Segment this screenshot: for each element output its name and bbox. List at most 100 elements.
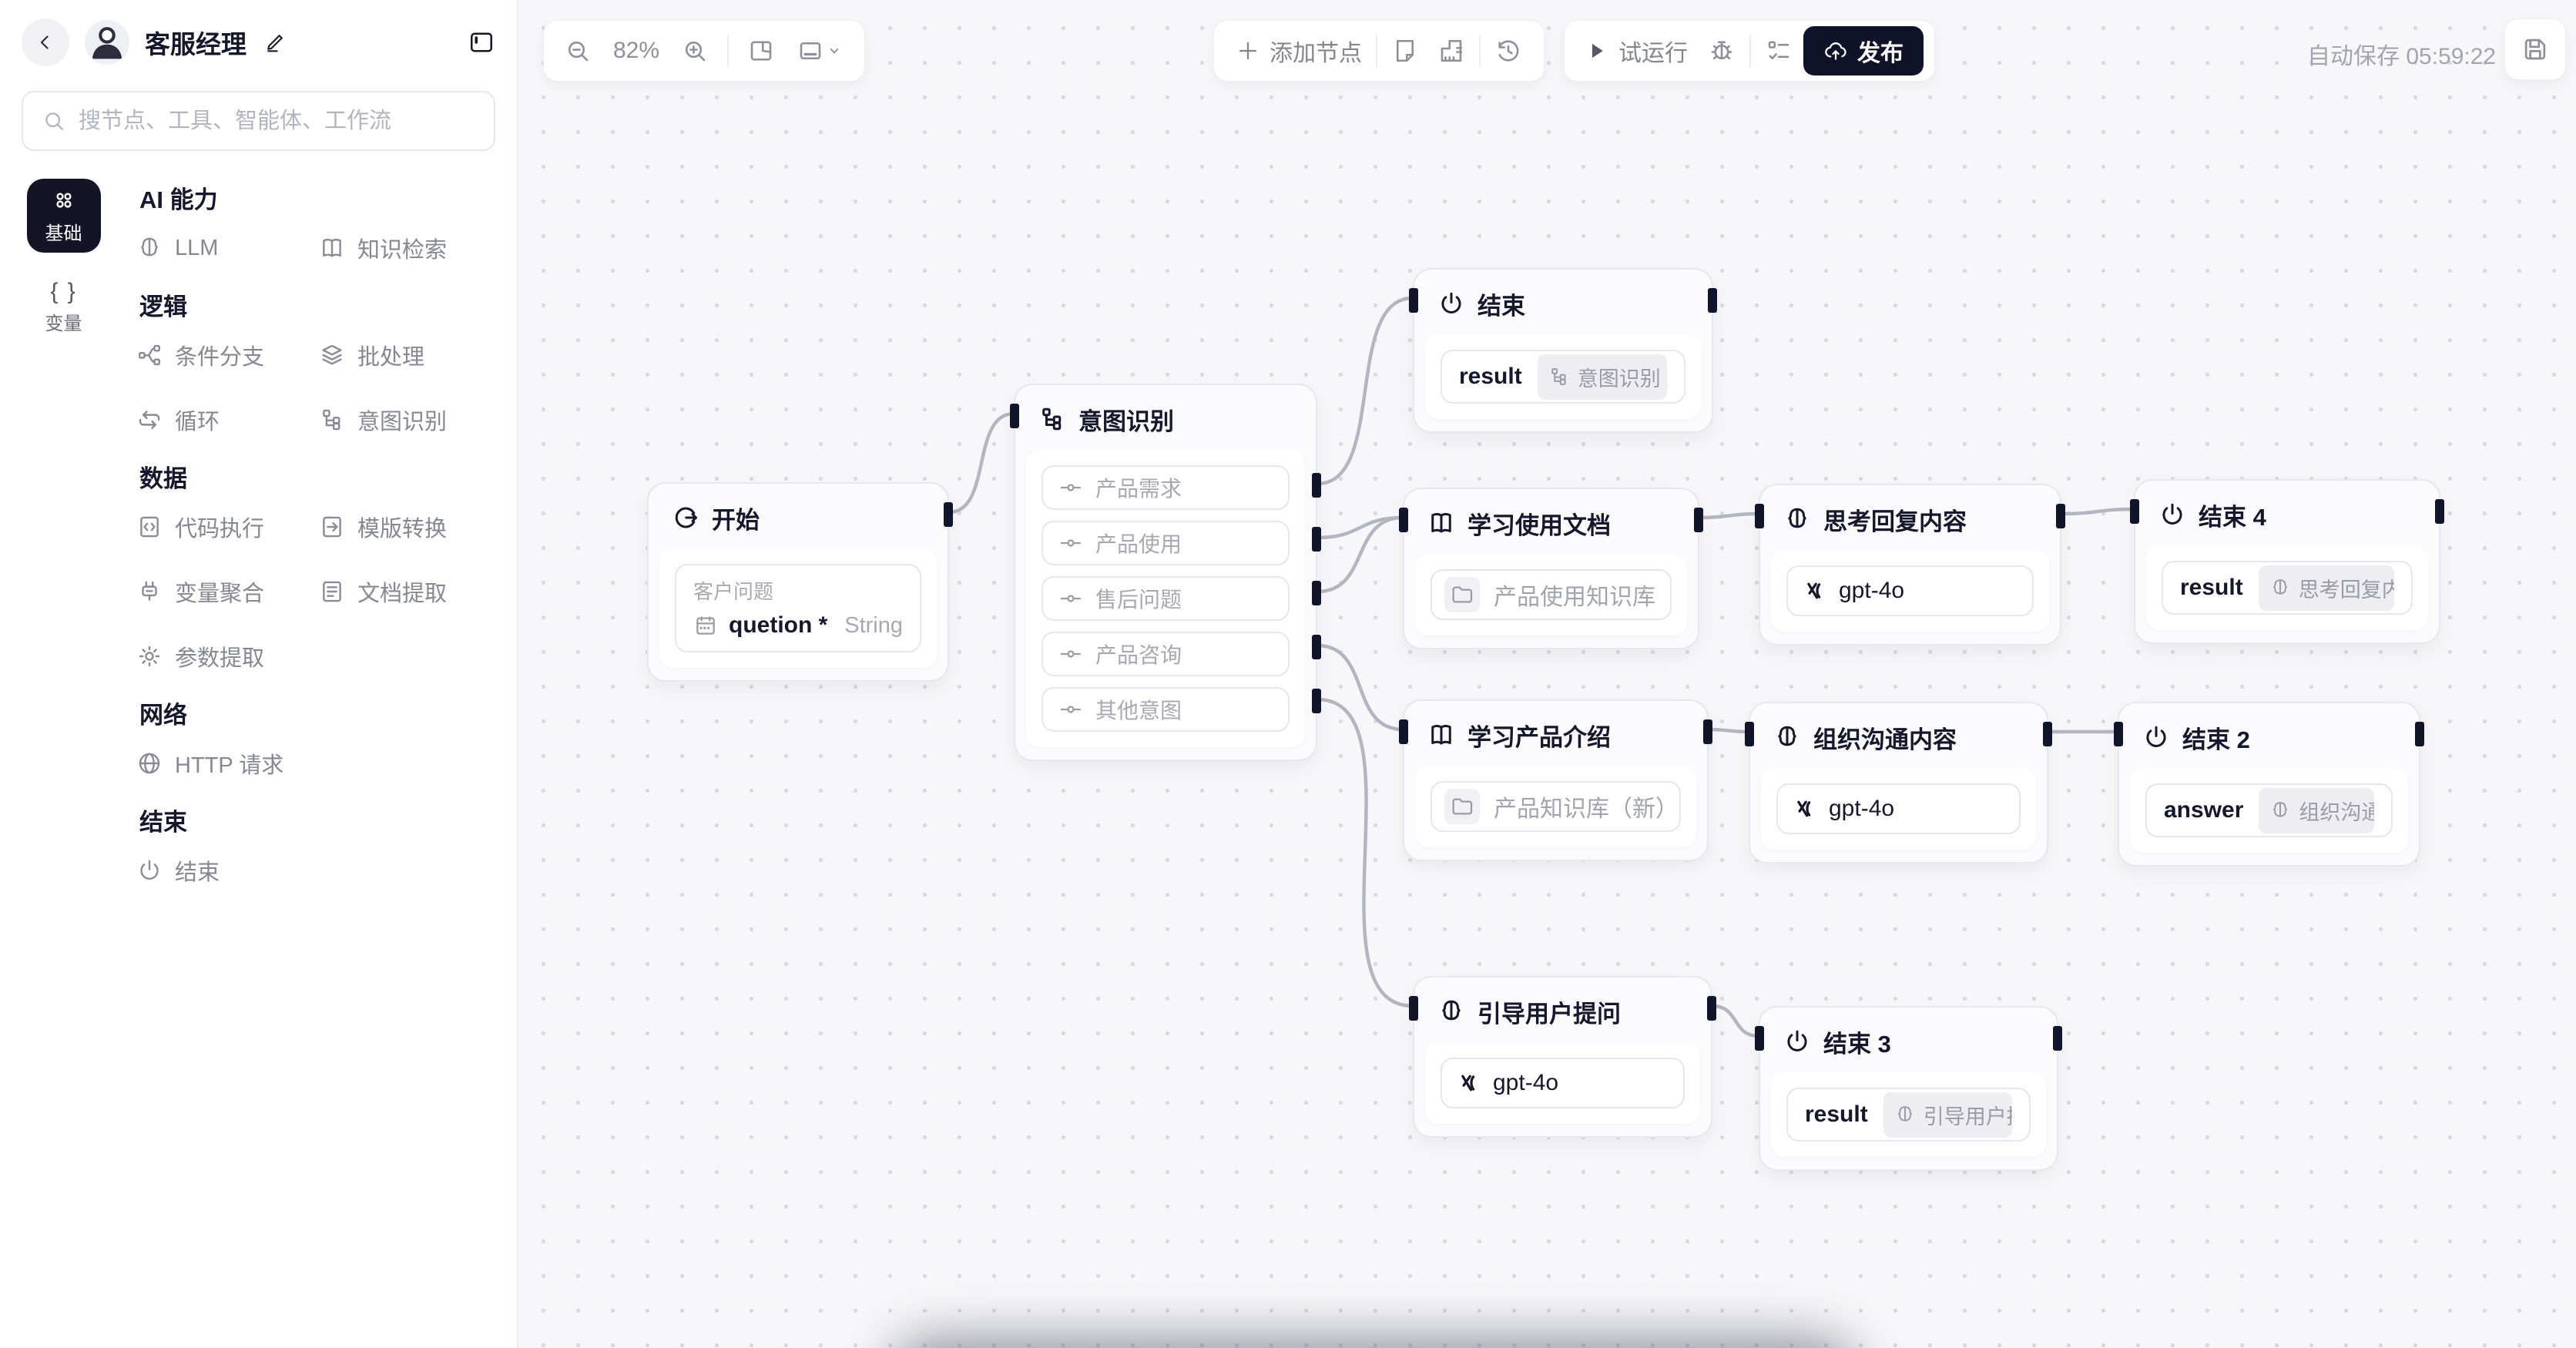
palette-item-http[interactable]: HTTP 请求 — [136, 747, 319, 780]
input-port[interactable] — [2114, 722, 2123, 746]
output-port-branch-5[interactable] — [1312, 689, 1321, 713]
edit-pencil-icon[interactable] — [263, 31, 287, 54]
test-run-button[interactable]: 试运行 — [1585, 34, 1688, 68]
node-guide-question[interactable]: 引导用户提问 gpt-4o — [1409, 976, 1716, 1138]
intent-branch-row[interactable]: 产品需求 — [1041, 465, 1290, 510]
debug-button[interactable] — [1708, 37, 1736, 65]
llm-brain-icon — [1773, 723, 1801, 751]
intent-branch-row[interactable]: 其他意图 — [1041, 687, 1290, 732]
input-port[interactable] — [1755, 1026, 1764, 1051]
output-port[interactable] — [2053, 1026, 2062, 1051]
output-port[interactable] — [944, 502, 953, 527]
minimap-button[interactable] — [797, 37, 844, 65]
input-port[interactable] — [1010, 404, 1019, 428]
autosave-status: 自动保存 05:59:22 — [2307, 44, 2497, 69]
node-end-3[interactable]: 结束 3 result 引导用户提... — [1755, 1006, 2062, 1171]
plus-icon — [1236, 39, 1260, 63]
variable-ref-chip[interactable]: 意图识别 / cl... — [1537, 354, 1667, 400]
output-port-branch-3[interactable] — [1312, 581, 1321, 605]
result-row[interactable]: result 意图识别 / cl... — [1441, 350, 1685, 404]
palette-item-loop[interactable]: 循环 — [136, 404, 319, 436]
zoom-in-button[interactable] — [681, 37, 709, 65]
palette-item-template[interactable]: 模版转换 — [319, 511, 501, 543]
variable-ref-chip[interactable]: 思考回复内... — [2258, 565, 2394, 611]
input-port[interactable] — [1409, 996, 1418, 1021]
search-input[interactable] — [79, 108, 475, 134]
input-port[interactable] — [1399, 508, 1408, 532]
node-end-4[interactable]: 结束 4 result 思考回复内... — [2130, 479, 2444, 644]
output-port[interactable] — [1694, 508, 1703, 532]
input-port[interactable] — [1755, 504, 1764, 528]
output-port[interactable] — [1708, 288, 1717, 313]
rail-item-variables[interactable]: { } 变量 — [45, 279, 82, 335]
palette-item-knowledge[interactable]: 知识检索 — [319, 232, 501, 264]
note-button[interactable] — [1391, 37, 1419, 65]
input-port[interactable] — [2130, 499, 2139, 524]
intent-branch-row[interactable]: 产品使用 — [1041, 521, 1290, 565]
back-arrow-icon — [34, 31, 57, 54]
variable-ref-chip[interactable]: 组织沟通内... — [2259, 787, 2374, 833]
add-node-button[interactable]: 添加节点 — [1236, 34, 1362, 68]
output-port-branch-2[interactable] — [1312, 527, 1321, 552]
palette-item-intent[interactable]: 意图识别 — [319, 404, 501, 436]
intent-branch-row[interactable]: 售后问题 — [1041, 576, 1290, 621]
result-row[interactable]: result 思考回复内... — [2162, 561, 2413, 615]
intent-branch-row[interactable]: 产品咨询 — [1041, 632, 1290, 676]
output-port[interactable] — [1707, 996, 1716, 1021]
palette-item-batch[interactable]: 批处理 — [319, 339, 501, 371]
rail-item-basic[interactable]: 基础 — [26, 179, 101, 253]
knowledge-base-row[interactable]: 产品使用知识库 — [1431, 569, 1672, 620]
start-field-row[interactable]: 客户问题 quetion * String — [675, 564, 921, 652]
add-node-toolbar: 添加节点 — [1213, 20, 1545, 82]
model-row[interactable]: gpt-4o — [1441, 1058, 1685, 1108]
search-box[interactable] — [22, 91, 495, 151]
publish-button[interactable]: 发布 — [1803, 26, 1924, 75]
palette-item-llm[interactable]: LLM — [136, 232, 319, 264]
node-intent-recognition[interactable]: 意图识别 产品需求 产品使用 售后问题 产品咨询 其他意图 — [1010, 384, 1321, 761]
palette-item-code[interactable]: 代码执行 — [136, 511, 319, 543]
input-port[interactable] — [1399, 719, 1408, 744]
output-port-branch-4[interactable] — [1312, 635, 1321, 659]
output-port-branch-1[interactable] — [1312, 473, 1321, 498]
palette-item-end[interactable]: 结束 — [136, 854, 319, 887]
power-icon — [1783, 1028, 1811, 1055]
collapse-panel-icon[interactable] — [468, 29, 495, 56]
llm-brain-icon — [1437, 998, 1465, 1025]
output-port[interactable] — [2056, 504, 2065, 528]
node-end-2[interactable]: 结束 2 answer 组织沟通内... — [2114, 702, 2424, 867]
palette-item-condition[interactable]: 条件分支 — [136, 339, 319, 371]
node-learn-usage-doc[interactable]: 学习使用文档 产品使用知识库 — [1399, 488, 1703, 649]
input-port[interactable] — [1409, 288, 1418, 313]
output-port[interactable] — [2435, 499, 2444, 524]
result-row[interactable]: answer 组织沟通内... — [2145, 783, 2393, 837]
palette-item-params[interactable]: 参数提取 — [136, 640, 319, 672]
node-organize-content[interactable]: 组织沟通内容 gpt-4o — [1745, 702, 2052, 863]
checklist-button[interactable] — [1765, 37, 1793, 65]
input-port[interactable] — [1745, 722, 1754, 746]
palette-item-aggregate[interactable]: 变量聚合 — [136, 575, 319, 608]
variable-ref-chip[interactable]: 引导用户提... — [1883, 1091, 2012, 1138]
workflow-canvas[interactable]: 82% 添加节点 试运行 — [518, 0, 2576, 1348]
section-heading: 结束 — [139, 809, 187, 836]
palette-item-docextract[interactable]: 文档提取 — [319, 575, 501, 608]
layout-button[interactable] — [1437, 37, 1465, 65]
node-end-1[interactable]: 结束 result 意图识别 / cl... — [1409, 268, 1717, 433]
fit-view-button[interactable] — [747, 37, 775, 65]
node-think-reply[interactable]: 思考回复内容 gpt-4o — [1755, 484, 2065, 645]
folder-icon — [1444, 789, 1480, 824]
node-learn-product[interactable]: 学习产品介绍 产品知识库（新） — [1399, 699, 1712, 861]
result-row[interactable]: result 引导用户提... — [1786, 1088, 2031, 1142]
model-name: gpt-4o — [1829, 796, 1895, 821]
output-port[interactable] — [1703, 719, 1712, 744]
model-row[interactable]: gpt-4o — [1776, 783, 2021, 834]
output-port[interactable] — [2415, 722, 2424, 746]
save-button[interactable] — [2504, 18, 2566, 80]
output-port[interactable] — [2043, 722, 2052, 746]
node-start[interactable]: 开始 客户问题 quetion * String — [647, 482, 953, 682]
knowledge-base-row[interactable]: 产品知识库（新） — [1431, 781, 1681, 832]
model-name: gpt-4o — [1493, 1070, 1559, 1095]
model-row[interactable]: gpt-4o — [1786, 565, 2034, 616]
back-button[interactable] — [22, 18, 69, 66]
zoom-out-button[interactable] — [564, 37, 592, 65]
history-button[interactable] — [1494, 37, 1522, 65]
